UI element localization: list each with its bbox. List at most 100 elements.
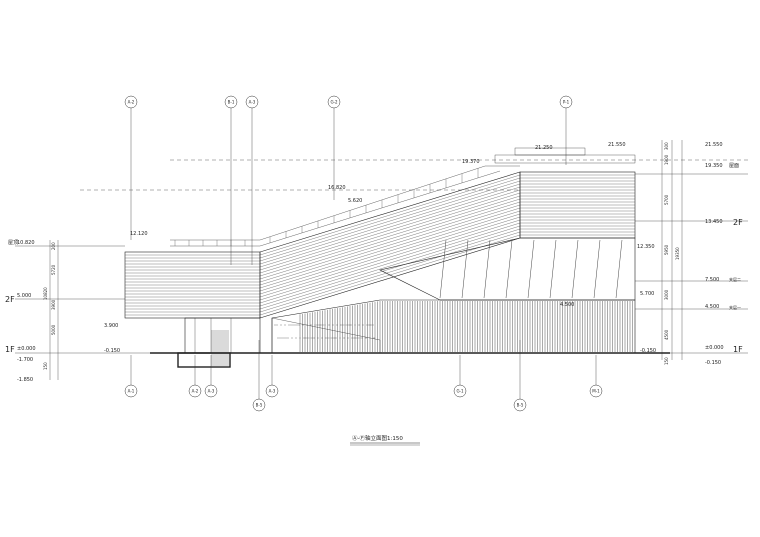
floor-label: 2F — [5, 295, 15, 304]
concrete-speckle — [306, 324, 308, 326]
grid-label: B-1 — [228, 100, 235, 105]
elev-label: 5.620 — [348, 198, 362, 204]
elev-label: 12.120 — [130, 231, 148, 237]
elev-label: 4.500 — [560, 302, 574, 308]
concrete-speckle — [299, 337, 301, 339]
concrete-speckle — [328, 324, 330, 326]
concrete-speckle — [316, 324, 318, 326]
concrete-speckle — [310, 324, 312, 326]
concrete-speckle — [346, 324, 348, 326]
elev-label: 21.250 — [535, 145, 553, 151]
curtain-mullion — [615, 239, 623, 299]
concrete-speckle — [317, 337, 319, 339]
drawing-title: Ⓐ-Ⓟ轴立面图1:150 — [352, 434, 403, 442]
concrete-speckle — [339, 337, 341, 339]
dim-label: 5700 — [664, 194, 669, 205]
concrete-speckle — [347, 337, 349, 339]
elev-label: -0.150 — [705, 360, 721, 366]
ramp-stripe — [259, 222, 521, 304]
concrete-speckle — [332, 324, 334, 326]
grid-label: G-2 — [330, 100, 338, 105]
elev-label: ±0.000 — [705, 345, 724, 351]
curtain-mullion — [483, 239, 491, 299]
ramp-stripe — [259, 207, 521, 289]
concrete-speckle — [280, 324, 282, 326]
entrance-area — [177, 317, 261, 368]
curtain-mullion — [505, 239, 513, 299]
ramp-stripe — [259, 231, 521, 313]
concrete-speckle — [307, 337, 309, 339]
grid-label: A-3 — [208, 389, 215, 394]
concrete-speckle — [274, 324, 276, 326]
concrete-speckle — [302, 324, 304, 326]
concrete-speckle — [296, 324, 298, 326]
elev-label: 5.000 — [17, 293, 31, 299]
concrete-speckle — [351, 337, 353, 339]
grid-label: M-1 — [592, 389, 600, 394]
right-volume — [494, 147, 636, 239]
grid-lines — [130, 108, 597, 400]
concrete-speckle — [340, 324, 342, 326]
dim-label: 3000 — [664, 289, 669, 300]
ramp-stripe — [259, 213, 521, 295]
elev-label: 10.820 — [17, 240, 35, 246]
drawing-title-block: Ⓐ-Ⓟ轴立面图1:150 — [350, 434, 420, 446]
elev-label: 3.900 — [104, 323, 118, 329]
grid-label: A-1 — [128, 389, 135, 394]
grid-label: B-5 — [517, 403, 524, 408]
grid-label: P-1 — [563, 100, 570, 105]
concrete-speckle — [368, 324, 370, 326]
curtain-mullion — [593, 239, 601, 299]
concrete-speckle — [303, 337, 305, 339]
concrete-speckle — [333, 337, 335, 339]
concrete-speckle — [298, 324, 300, 326]
elev-label: 21.550 — [608, 142, 626, 148]
diagonal-ramp — [170, 165, 521, 319]
concrete-speckle — [284, 324, 286, 326]
concrete-speckle — [357, 337, 359, 339]
concrete-speckle — [373, 337, 375, 339]
curtain-mullion — [439, 239, 447, 299]
ramp-stripe — [259, 192, 521, 274]
concrete-speckle — [358, 324, 360, 326]
concrete-speckle — [372, 324, 374, 326]
concrete-speckle — [329, 337, 331, 339]
concrete-speckle — [285, 337, 287, 339]
concrete-speckle — [279, 337, 281, 339]
elev-label: 19.350 — [705, 163, 723, 169]
grid-label: A-2 — [128, 100, 135, 105]
concrete-speckle — [354, 324, 356, 326]
elev-label: -1.850 — [17, 377, 33, 383]
concrete-speckle — [283, 337, 285, 339]
grid-label: G-1 — [456, 389, 464, 394]
concrete-speckle — [322, 324, 324, 326]
ramp-stripe — [259, 225, 521, 307]
concrete-speckle — [344, 324, 346, 326]
concrete-speckle — [309, 337, 311, 339]
elev-label: 13.450 — [705, 219, 723, 225]
elev-label: 19.370 — [462, 159, 480, 165]
concrete-speckle — [281, 337, 283, 339]
floor-label: 1F — [5, 345, 15, 354]
concrete-speckle — [355, 337, 357, 339]
concrete-speckle — [318, 324, 320, 326]
elev-label: -1.700 — [17, 357, 33, 363]
elev-label: 5.700 — [640, 291, 654, 297]
concrete-speckle — [331, 337, 333, 339]
concrete-speckle — [287, 337, 289, 339]
concrete-speckle — [343, 337, 345, 339]
concrete-speckle — [369, 337, 371, 339]
level-tag: 1F — [733, 345, 743, 354]
concrete-speckle — [327, 337, 329, 339]
top-elevations: 12.120 16.820 19.370 21.250 21.550 5.620 — [130, 142, 626, 237]
grid-label: B-5 — [256, 403, 263, 408]
ramp-stripe — [259, 186, 521, 268]
level-tag: 夹层二 — [729, 276, 741, 282]
dim-label: 3900 — [51, 299, 56, 310]
dim-label: 150 — [43, 362, 48, 370]
concrete-speckle — [292, 324, 294, 326]
elev-label: 7.500 — [705, 277, 719, 283]
dim-label: 19350 — [675, 247, 680, 260]
level-tag: 夹层一 — [729, 304, 741, 310]
